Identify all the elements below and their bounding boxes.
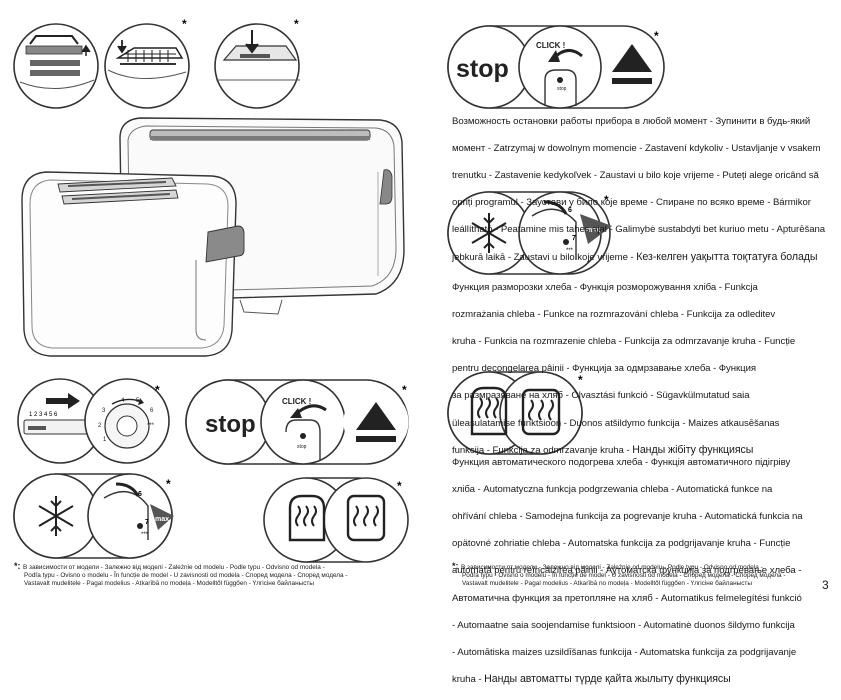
svg-text:*: * [402,383,407,397]
svg-text:max.: max. [155,516,171,523]
stop-label-large: stop [456,55,509,83]
page-number: 3 [822,578,829,592]
footnote-left: *: В зависимости от модели - Залежно від… [14,561,348,587]
svg-text:6: 6 [150,408,154,414]
svg-text:*: * [397,479,402,493]
defrost-panel-left-icon [13,473,174,559]
svg-text:*: * [654,29,659,43]
footnote-right: *: В зависимости от модели - Залежно від… [452,561,786,587]
svg-text:*: * [578,373,583,387]
svg-text:5: 5 [136,398,140,404]
svg-text:CLICK !: CLICK ! [282,397,311,406]
svg-text:3: 3 [102,408,106,414]
browning-dial-circle-icon [84,378,170,464]
insert-rack-circle-1-icon [13,23,99,109]
kazakh-stop-text: Кез-келген уақытта тоқтатуға болады [636,250,818,263]
svg-text:stop: stop [557,86,567,92]
svg-text:1: 1 [103,437,107,443]
svg-text:max.: max. [586,227,602,234]
svg-text:7: 7 [145,519,149,526]
svg-text:*: * [604,193,609,207]
stop-panel-left-icon [185,379,409,465]
svg-text:***: *** [147,423,155,429]
svg-text:stop: stop [297,444,307,450]
svg-text:*: * [155,383,160,397]
illustration-layer: * * 1 2 3 4 5 6 [13,17,665,563]
stop-panel-right-icon [447,25,665,109]
two-slot-toaster-illustration [21,171,245,357]
svg-text:6: 6 [568,207,572,214]
insert-rack-circle-3-icon [214,23,300,109]
reheat-panel-left-icon [263,477,409,563]
kazakh-reheat-text: Нанды автоматты түрде қайта жылыту функц… [484,673,731,686]
defrost-panel-right-icon [447,191,612,275]
defrost-description: Функция разморозки хлеба - Функція розмо… [452,281,796,456]
svg-text:*: * [294,17,299,31]
svg-text:7: 7 [572,235,576,242]
browning-scale-label: 1 2 3 4 5 6 [29,412,58,418]
asterisk-mark: * [182,17,187,31]
reheat-panel-right-icon [447,371,583,455]
insert-rack-circle-2-icon [104,23,190,109]
svg-text:***: *** [141,532,149,538]
kazakh-defrost-text: Нанды жібіту функциясы [632,443,754,456]
svg-text:***: *** [566,248,574,254]
stop-description: Возможность остановки работы прибора в л… [452,115,826,263]
svg-text:stop: stop [205,411,256,438]
svg-text:6: 6 [138,491,142,498]
svg-text:*: * [166,477,171,491]
svg-text:CLICK !: CLICK ! [536,41,565,50]
svg-text:2: 2 [98,423,102,429]
svg-text:4: 4 [121,398,125,404]
